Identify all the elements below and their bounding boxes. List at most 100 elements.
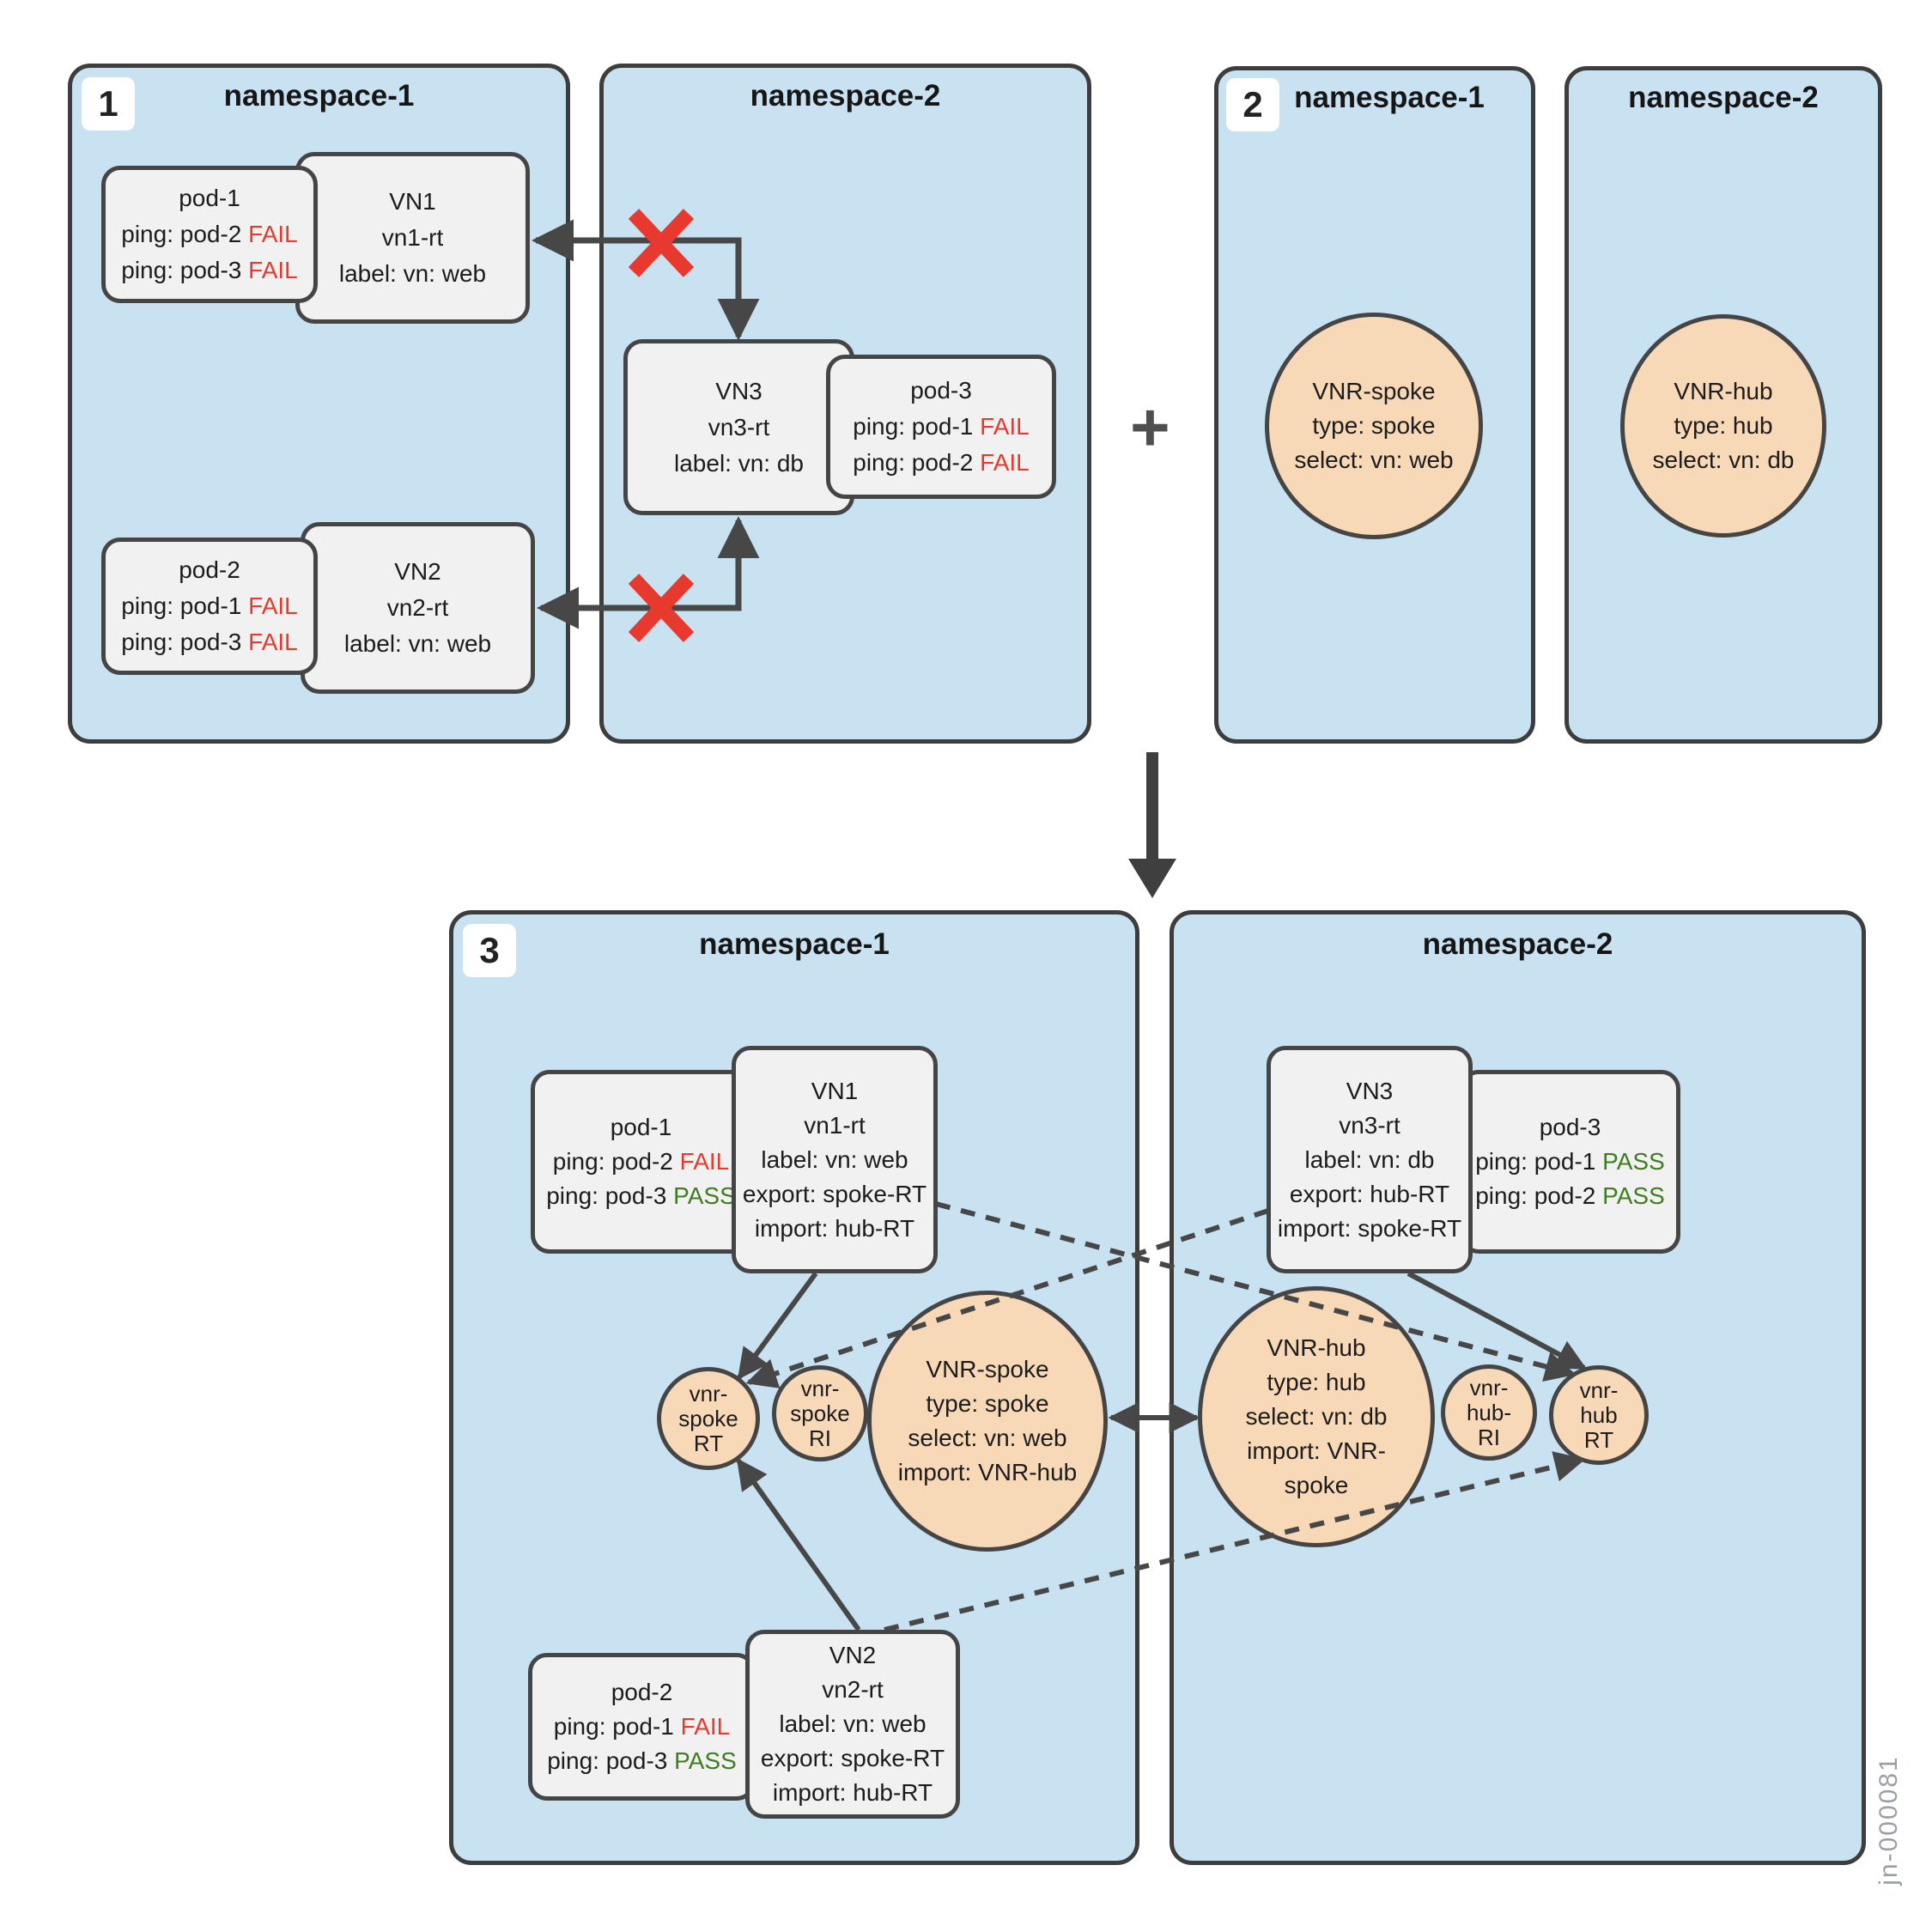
text-line: pod-3	[910, 377, 972, 404]
text-line: VN2	[829, 1642, 877, 1668]
text-line: ping: pod-3 PASS	[546, 1182, 736, 1209]
text-line: ping: pod-3 FAIL	[121, 257, 298, 283]
text-line: spoke	[1284, 1472, 1349, 1498]
text-line: vn2-rt	[822, 1676, 884, 1703]
s1-pod-2-box: pod-2 ping: pod-1 FAIL ping: pod-3 FAIL	[101, 538, 318, 675]
text-line: ping: pod-2 PASS	[1475, 1182, 1665, 1209]
text-line: vnr-	[689, 1380, 728, 1406]
text-line: RI	[1478, 1424, 1500, 1450]
text-line: ping: pod-2 FAIL	[121, 221, 298, 247]
text-line: export: spoke-RT	[760, 1745, 945, 1771]
text-line: label: vn: web	[338, 260, 487, 287]
text-line: label: vn: web	[779, 1710, 927, 1737]
s3-pod-1-box: pod-1 ping: pod-2 FAIL ping: pod-3 PASS	[531, 1070, 751, 1254]
text-line: VN3	[1346, 1077, 1394, 1104]
text-line: vn3-rt	[708, 413, 770, 440]
text-line: ping: pod-3 PASS	[547, 1747, 737, 1774]
s3-vn3-box: VN3 vn3-rt label: vn: db export: hub-RT impo…	[1267, 1046, 1473, 1273]
text-line: label: vn: web	[343, 630, 492, 657]
text-line: label: vn: web	[761, 1145, 908, 1173]
s2-namespace-2-title: namespace-2	[1628, 81, 1819, 114]
text-line: label: vn: db	[674, 449, 804, 477]
text-line: vnr-	[800, 1375, 840, 1401]
figure-id-watermark: jn-000081	[1874, 1755, 1903, 1886]
text-line: select: vn: db	[1652, 447, 1795, 473]
text-line: select: vn: web	[1294, 447, 1454, 473]
text-line: type: spoke	[926, 1390, 1049, 1417]
s3-vnr-spoke-circle: VNR-spoke type: spoke select: vn: web impor…	[867, 1291, 1108, 1552]
text-line: export: spoke-RT	[742, 1180, 927, 1207]
text-line: label: vn: db	[1304, 1145, 1435, 1173]
s2-step-badge: 2	[1226, 78, 1279, 131]
s1-vn3-box: VN3 vn3-rt label: vn: db	[623, 339, 854, 515]
s3-vnr-hub-ri-circle: vnr-hub-RI	[1441, 1364, 1537, 1461]
text-line: vn2-rt	[386, 594, 449, 621]
text-line: select: vn: db	[1245, 1403, 1388, 1430]
text-line: VNR-hub	[1267, 1334, 1366, 1361]
text-line: hub-	[1466, 1399, 1512, 1425]
s3-pod-2-box: pod-2 ping: pod-1 FAIL ping: pod-3 PASS	[528, 1653, 756, 1801]
s3-vnr-hub-circle: VNR-hub type: hub select: vn: db import: VN…	[1198, 1286, 1435, 1547]
text-line: pod-3	[1539, 1114, 1601, 1140]
text-line: vn1-rt	[804, 1111, 866, 1139]
text-line: VN1	[389, 188, 436, 215]
text-line: import: spoke-RT	[1277, 1214, 1462, 1242]
text-line: VN1	[811, 1077, 859, 1104]
text-line: hub	[1580, 1401, 1618, 1428]
transition-arrow-head	[1128, 859, 1176, 898]
s3-pod-3-box: pod-3 ping: pod-1 PASS ping: pod-2 PASS	[1460, 1070, 1680, 1254]
text-line: ping: pod-1 FAIL	[121, 592, 298, 619]
s1-namespace-2-title: namespace-2	[750, 79, 941, 112]
text-line: ping: pod-3 FAIL	[121, 629, 298, 655]
s1-pod-1-box: pod-1 ping: pod-2 FAIL ping: pod-3 FAIL	[101, 166, 318, 303]
s1-vn2-box: VN2 vn2-rt label: vn: web	[301, 522, 535, 694]
text-line: pod-1	[179, 185, 240, 211]
text-line: pod-2	[611, 1679, 673, 1705]
text-line: VNR-spoke	[1312, 378, 1436, 404]
s2-vnr-spoke-circle: VNR-spoke type: spoke select: vn: web	[1265, 313, 1483, 539]
plus-sign: +	[1130, 389, 1170, 465]
text-line: RT	[1583, 1426, 1614, 1453]
text-line: ping: pod-2 FAIL	[552, 1148, 730, 1175]
text-line: import: hub-RT	[754, 1214, 915, 1242]
text-line: vn1-rt	[381, 224, 444, 251]
s3-vn1-box: VN1 vn1-rt label: vn: web export: spoke-RT i…	[732, 1046, 938, 1273]
text-line: import: VNR-	[1247, 1437, 1386, 1464]
text-line: VNR-hub	[1674, 378, 1773, 404]
text-line: import: VNR-hub	[897, 1459, 1078, 1485]
text-line: VN2	[394, 558, 441, 585]
text-line: vn3-rt	[1339, 1111, 1400, 1139]
text-line: ping: pod-1 PASS	[1475, 1148, 1665, 1175]
s3-namespace-1-title: namespace-1	[699, 927, 890, 961]
text-line: type: hub	[1267, 1369, 1366, 1395]
text-line: RT	[693, 1430, 724, 1456]
text-line: pod-2	[179, 556, 240, 583]
text-line: export: hub-RT	[1289, 1180, 1450, 1207]
s1-pod-3-box: pod-3 ping: pod-1 FAIL ping: pod-2 FAIL	[826, 355, 1056, 499]
text-line: ping: pod-2 FAIL	[853, 449, 1030, 476]
s2-vnr-hub-circle: VNR-hub type: hub select: vn: db	[1620, 314, 1826, 538]
text-line: RI	[809, 1425, 831, 1451]
s3-step-badge: 3	[463, 924, 516, 977]
text-line: VN3	[715, 377, 762, 404]
text-line: vnr-	[1579, 1376, 1619, 1403]
text-line: type: hub	[1674, 412, 1773, 439]
text-line: select: vn: web	[908, 1425, 1067, 1451]
text-line: pod-1	[610, 1114, 672, 1140]
s1-vn1-box: VN1 vn1-rt label: vn: web	[295, 152, 530, 324]
text-line: VNR-spoke	[926, 1356, 1049, 1382]
text-line: vnr-	[1469, 1374, 1509, 1400]
text-line: spoke	[678, 1405, 738, 1431]
text-line: import: hub-RT	[772, 1779, 933, 1806]
text-line: spoke	[790, 1400, 850, 1426]
s1-namespace-1-title: namespace-1	[223, 79, 415, 112]
text-line: type: spoke	[1312, 412, 1436, 439]
text-line: ping: pod-1 FAIL	[553, 1713, 731, 1740]
s2-namespace-1-title: namespace-1	[1294, 81, 1485, 114]
s1-step-badge: 1	[82, 77, 135, 131]
text-line: ping: pod-1 FAIL	[853, 413, 1030, 440]
